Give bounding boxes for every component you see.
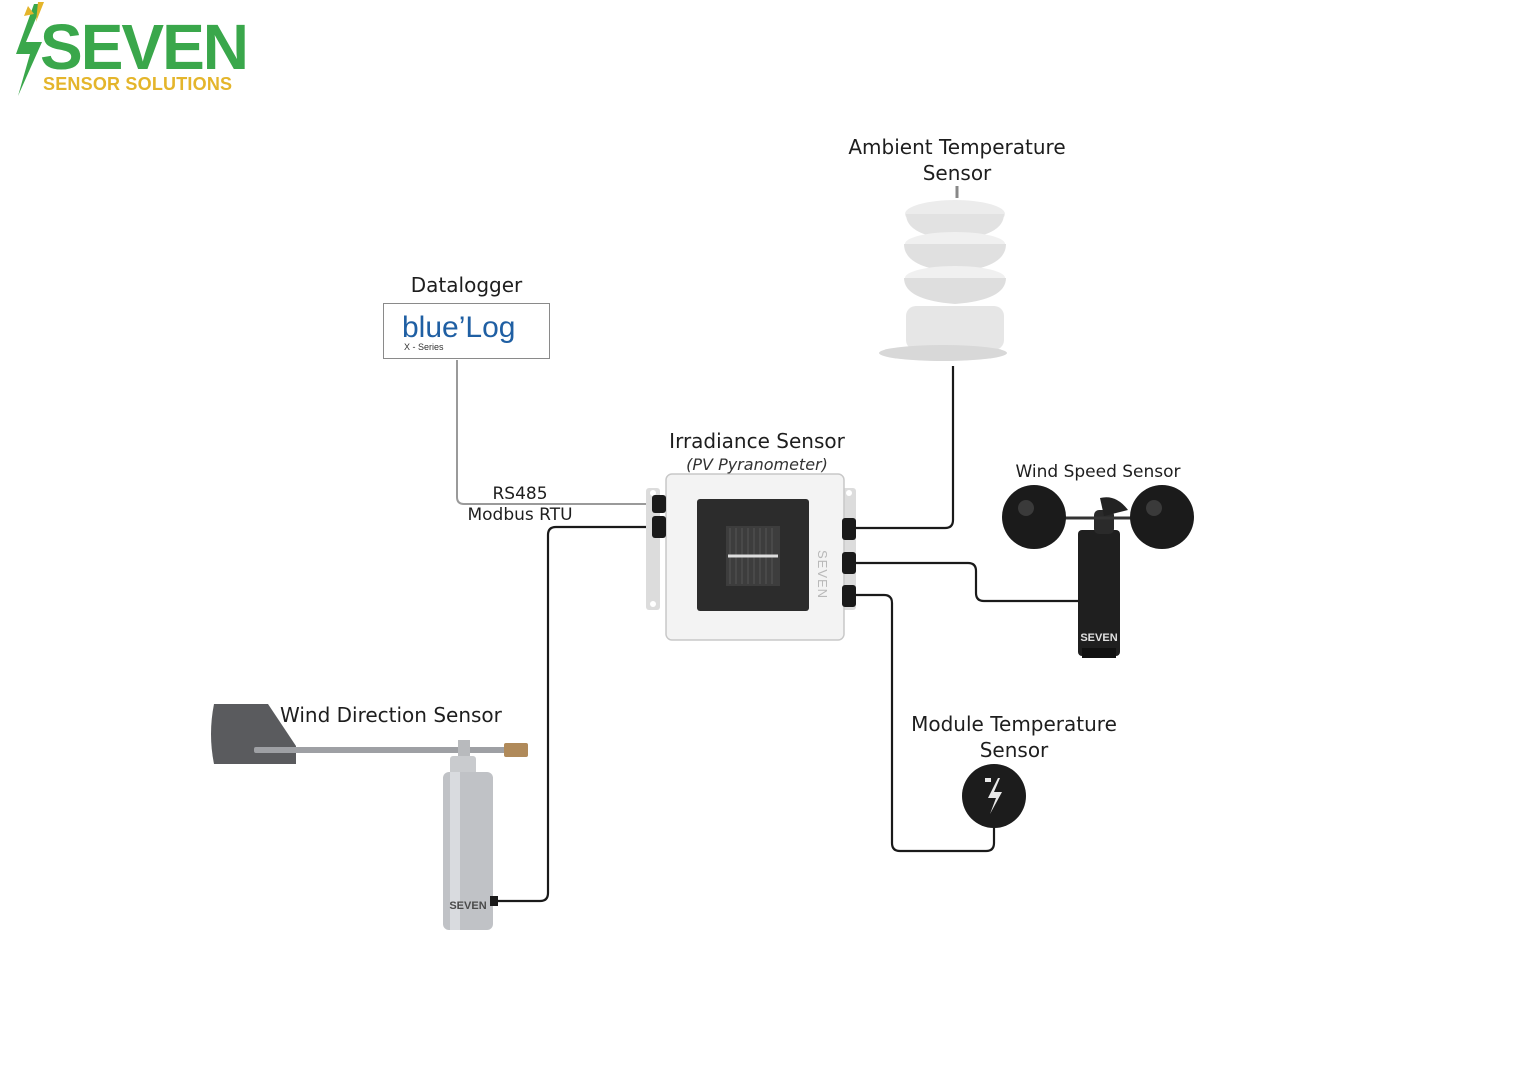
module-temp-wire <box>855 593 996 853</box>
module-temperature-label-line2: Sensor <box>979 738 1049 762</box>
irradiance-sensor-sublabel: (PV Pyranometer) <box>686 455 828 474</box>
module-temperature-sensor-image <box>962 764 1026 828</box>
bolt-icon <box>16 2 44 96</box>
datalogger-link-wire <box>456 360 650 505</box>
irradiance-sensor-image <box>646 473 856 641</box>
irradiance-device-mark: SEVEN <box>815 550 830 600</box>
ambient-temperature-label-line1: Ambient Temperature <box>848 135 1066 159</box>
wind-speed-device-mark: SEVEN <box>1080 632 1118 644</box>
ambient-temperature-sensor-image <box>879 186 1007 361</box>
bluelog-series: X - Series <box>404 342 444 352</box>
wind-speed-sensor-image <box>1002 485 1194 658</box>
datalogger-box: blue’Log X - Series <box>383 303 550 359</box>
wind-direction-sensor-label: Wind Direction Sensor <box>280 703 502 727</box>
brand-tagline: SENSOR SOLUTIONS <box>43 74 233 94</box>
brand-name: SEVEN <box>40 11 249 83</box>
bluelog-product-name: blue’Log <box>402 311 516 344</box>
wind-direction-wire <box>494 525 650 903</box>
protocol-label-rs485: RS485 <box>492 484 548 504</box>
ambient-temperature-label-line2: Sensor <box>922 161 992 185</box>
module-temperature-label-line1: Module Temperature <box>911 712 1117 736</box>
wind-speed-sensor-label: Wind Speed Sensor <box>1015 462 1181 482</box>
wind-speed-wire <box>855 561 1080 603</box>
datalogger-label: Datalogger <box>410 273 523 297</box>
wind-direction-device-mark: SEVEN <box>449 900 487 912</box>
wind-direction-sensor-image <box>211 704 528 930</box>
irradiance-sensor-label: Irradiance Sensor <box>669 429 845 453</box>
protocol-label-modbus: Modbus RTU <box>467 505 573 525</box>
ambient-temp-wire <box>855 366 955 530</box>
